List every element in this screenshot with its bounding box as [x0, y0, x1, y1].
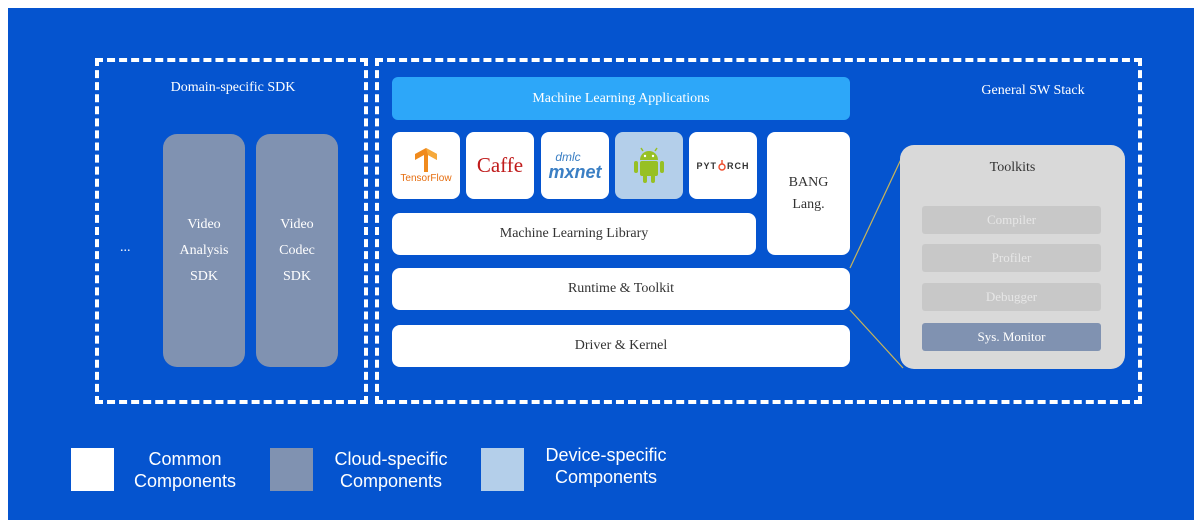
toolkits-panel: Toolkits Compiler Profiler Debugger Sys.…: [900, 145, 1125, 369]
android-logo: [615, 132, 683, 199]
driver-kernel-layer: Driver & Kernel: [392, 325, 850, 367]
video-analysis-sdk: Video Analysis SDK: [163, 134, 245, 367]
legend-cloud-swatch: [270, 448, 313, 491]
ml-library-layer: Machine Learning Library: [392, 213, 756, 255]
legend-cloud-label: Cloud-specific Components: [334, 449, 448, 491]
tensorflow-label: TensorFlow: [400, 172, 452, 184]
mxnet-dmlc-label: dmlc: [555, 149, 581, 164]
general-sw-stack-title: General SW Stack: [981, 83, 1085, 98]
mxnet-logo: dmlc mxnet: [541, 132, 609, 199]
toolkits-title: Toolkits: [989, 160, 1036, 175]
diagram-canvas: Domain-specific SDK ... Video Analysis S…: [8, 8, 1194, 520]
caffe-label: Caffe: [476, 153, 524, 177]
pytorch-logo: PYT RCH: [689, 132, 757, 199]
video-codec-sdk: Video Codec SDK: [256, 134, 338, 367]
tensorflow-logo: TensorFlow: [392, 132, 460, 199]
legend-device-swatch: [481, 448, 524, 491]
legend-device-label: Device-specific Components: [545, 445, 667, 487]
pytorch-flame-icon: [718, 160, 726, 171]
general-sw-stack-region: [375, 58, 1142, 404]
pytorch-label-prefix: PYT: [696, 160, 717, 171]
domain-sdk-region: [95, 58, 368, 404]
ml-applications-layer: Machine Learning Applications: [392, 77, 850, 120]
android-icon: [634, 147, 664, 183]
toolkit-debugger: Debugger: [922, 283, 1101, 311]
domain-sdk-title: Domain-specific SDK: [170, 80, 296, 95]
legend-common-label: Common Components: [133, 449, 237, 491]
mxnet-label: mxnet: [548, 161, 602, 182]
legend-common-swatch: [71, 448, 114, 491]
toolkit-profiler: Profiler: [922, 244, 1101, 272]
runtime-toolkit-layer: Runtime & Toolkit: [392, 268, 850, 310]
domain-sdk-ellipsis: ...: [120, 240, 131, 255]
toolkit-sys-monitor: Sys. Monitor: [922, 323, 1101, 351]
toolkit-compiler: Compiler: [922, 206, 1101, 234]
pytorch-label-suffix: RCH: [727, 160, 750, 171]
caffe-logo: Caffe: [466, 132, 534, 199]
bang-lang-box: BANG Lang.: [767, 132, 850, 255]
tensorflow-icon: [415, 147, 437, 172]
